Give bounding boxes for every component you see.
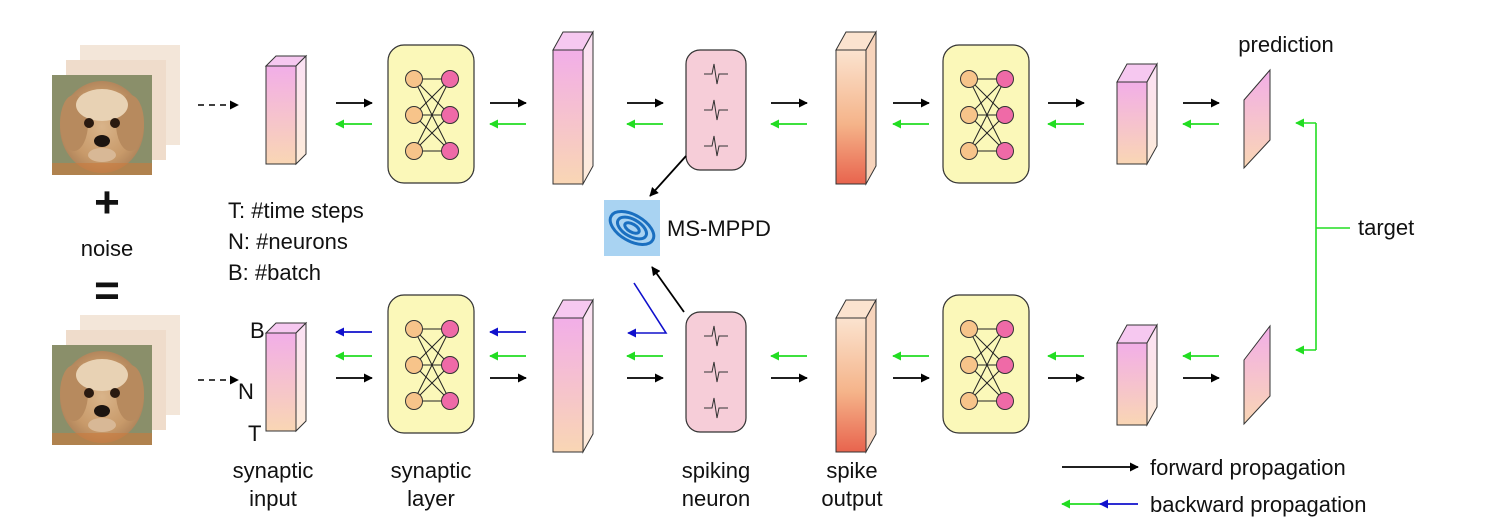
caption-line: synaptic [391,458,472,483]
top-spike-output-tensor [835,31,877,185]
bottom-spiking-neuron [685,311,747,433]
caption-line: spike [826,458,877,483]
bottom-row-arrows [335,327,1220,383]
caption-spiking-neuron: spiking neuron [682,458,751,511]
propagation-legend: forward propagation backward propagation [1061,455,1366,517]
bottom-synaptic-input-tensor [265,322,307,432]
caption-synaptic-layer: synaptic layer [391,458,472,511]
bottom-spike-output-tensor [835,299,877,453]
equals-sign: = [94,266,120,315]
top-synaptic-input-tensor [265,55,307,165]
target-label: target [1358,215,1414,240]
plus-sign: + [94,178,120,227]
axis-n-label: N [238,379,254,404]
caption-line: input [249,486,297,511]
legend-backward-label: backward propagation [1150,492,1366,517]
top-second-synaptic-layer [942,44,1030,184]
bottom-prediction-plane [1243,324,1271,426]
axis-t-label: T [248,421,261,446]
neuron-to-mppd-arrow-top [649,155,687,197]
caption-line: output [821,486,882,511]
target-bracket [1295,118,1350,355]
caption-line: layer [407,486,455,511]
axis-b-label: B [250,318,265,343]
clean-image-stack [52,45,180,175]
ms-mppd-icon [604,200,660,256]
legend-batch: B: #batch [228,260,321,285]
bottom-second-synaptic-layer [942,294,1030,434]
legend-forward-label: forward propagation [1150,455,1346,480]
caption-spike-output: spike output [821,458,882,511]
top-row-arrows [335,98,1220,129]
bottom-synaptic-output-tensor [552,299,594,453]
bottom-synaptic-layer [387,294,475,434]
caption-line: neuron [682,486,751,511]
prediction-plane [1243,68,1271,170]
noise-label: noise [81,236,134,261]
caption-line: spiking [682,458,750,483]
top-output-tensor [1116,63,1158,165]
mppd-gradient-arrow [627,282,668,338]
legend-neurons: N: #neurons [228,229,348,254]
caption-synaptic-input: synaptic input [233,458,314,511]
noisy-image-stack [52,315,180,445]
bottom-output-tensor [1116,324,1158,426]
legend-time-steps: T: #time steps [228,198,364,223]
prediction-label: prediction [1238,32,1333,57]
ms-mppd-label: MS-MPPD [667,216,771,241]
caption-line: synaptic [233,458,314,483]
top-synaptic-output-tensor [552,31,594,185]
neuron-to-mppd-arrow-bottom [651,266,685,313]
top-spiking-neuron [685,49,747,171]
top-synaptic-layer [387,44,475,184]
